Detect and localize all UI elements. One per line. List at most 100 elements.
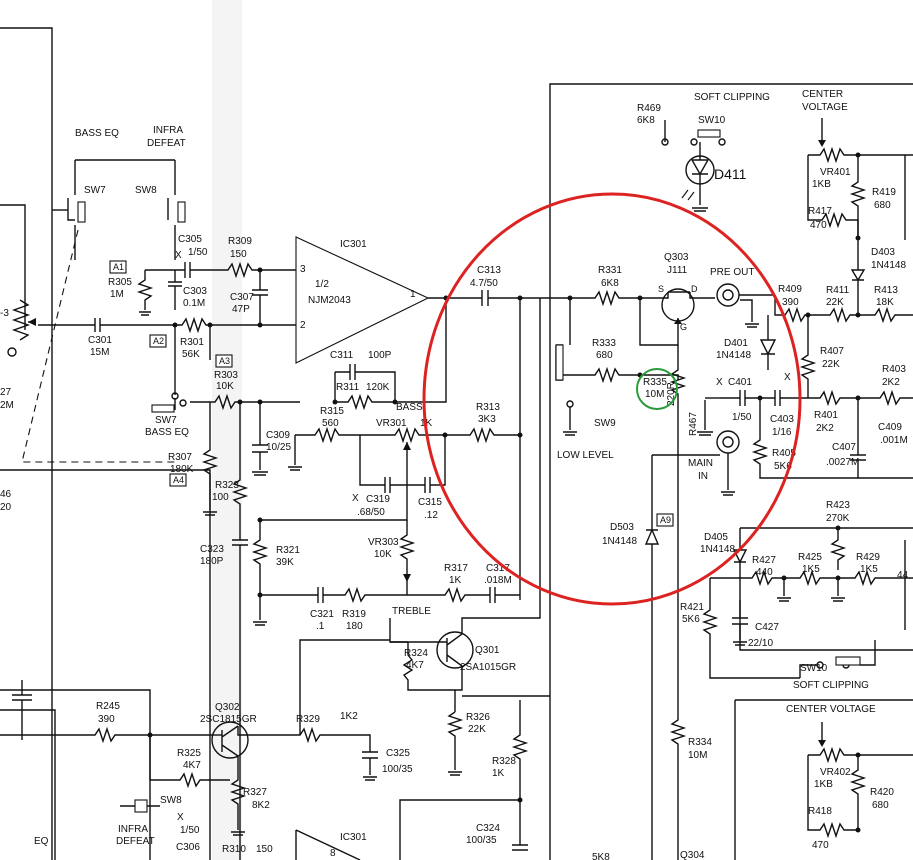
tag-a3 [215, 354, 233, 368]
c303-ref: C303 [183, 286, 207, 297]
left-rail [0, 27, 53, 860]
q302-transistor [211, 721, 249, 759]
r467-ref: R467 [688, 412, 699, 436]
r427-val: 440 [756, 567, 773, 578]
tag-a2-text: A2 [153, 336, 164, 346]
c321-ref: C321 [310, 609, 334, 620]
r401-val: 2K2 [816, 423, 834, 434]
r425-ref: R425 [798, 552, 822, 563]
r305-val: 1M [110, 289, 124, 300]
r427-ref: R427 [752, 555, 776, 566]
left-e-label: -3 [0, 308, 9, 319]
r309-val: 150 [230, 249, 247, 260]
c301-val: 15M [90, 347, 109, 358]
r421-ref: R421 [680, 602, 704, 613]
sw8-lower-switch[interactable] [134, 799, 148, 813]
x-mark-c401: X [716, 377, 723, 388]
c409-ref: C409 [878, 422, 902, 433]
center-voltage-title-2: VOLTAGE [802, 102, 848, 113]
pre-out-label: PRE OUT [710, 267, 754, 278]
bass-eq-lower-label: BASS EQ [145, 427, 189, 438]
r309-ref: R309 [228, 236, 252, 247]
r420-val: 680 [872, 800, 889, 811]
sw8-switch[interactable] [177, 201, 186, 223]
r420-ref: R420 [870, 787, 894, 798]
c427-ref: C427 [755, 622, 779, 633]
green-highlight-circle [636, 368, 678, 410]
r310-ref: R310 [222, 844, 246, 855]
right-lower: R423 270K D405 1N4148 R427 440 R425 1K5 … [680, 500, 913, 851]
q304-ref: Q304 [680, 850, 705, 860]
c319-ref: C319 [366, 494, 390, 505]
c403-val: 1/16 [772, 427, 792, 438]
q302-ref: Q302 [215, 702, 240, 713]
c306-val: 1/50 [180, 825, 200, 836]
ic301-part: NJM2043 [308, 295, 351, 306]
c306-ref: C306 [176, 842, 200, 853]
r301-val: 56K [182, 349, 200, 360]
main-in-jack[interactable] [716, 430, 740, 454]
r317-val: 1K [449, 575, 462, 586]
d405-val: 1N4148 [700, 544, 735, 555]
ic301-pin8: 8 [330, 848, 336, 859]
r411-ref: R411 [826, 285, 850, 296]
r311-ref: R311 [336, 382, 360, 393]
r245-ref: R245 [96, 701, 120, 712]
c403-ref: C403 [770, 414, 794, 425]
c311-val: 100P [368, 350, 392, 361]
r423-val: 270K [826, 513, 850, 524]
r469-ref: R469 [637, 103, 661, 114]
r413-ref: R413 [874, 285, 898, 296]
sw7-switch[interactable] [77, 201, 86, 223]
r419-val: 680 [874, 200, 891, 211]
r405-val: 5K6 [774, 461, 792, 472]
tag-a3-text: A3 [219, 356, 230, 366]
r334-val: 10M [688, 750, 707, 761]
r303-ref: R303 [214, 370, 238, 381]
q303-ref: Q303 [664, 252, 689, 263]
lower-right-box [734, 699, 913, 860]
sw9-label: SW9 [594, 418, 616, 429]
sw7-lower-switch[interactable] [151, 404, 175, 413]
x-mark-c403: X [784, 372, 791, 383]
c321-val: .1 [316, 621, 325, 632]
r326-ref: R326 [466, 712, 490, 723]
pre-out-jack[interactable] [716, 283, 740, 307]
red-highlight-circle [422, 192, 802, 606]
vr402-val: 1KB [814, 779, 833, 790]
tag-a9-text: A9 [660, 515, 671, 525]
r423-ref: R423 [826, 500, 850, 511]
soft-clipping-title: SOFT CLIPPING [694, 92, 770, 103]
r328-val: 1K [492, 768, 505, 779]
c317-val: .018M [484, 575, 512, 586]
tag-a4 [169, 473, 187, 487]
sw9-switch[interactable] [555, 344, 564, 381]
r421-val: 5K6 [682, 614, 700, 625]
sw10-lower-switch[interactable] [835, 656, 861, 666]
d401-val: 1N4148 [716, 350, 751, 361]
r307-ref: R307 [168, 452, 192, 463]
c409-val: .001M [880, 435, 908, 446]
tag-a9 [656, 513, 674, 527]
d403-val: 1N4148 [871, 260, 906, 271]
left-20-label: 20 [0, 502, 12, 513]
left-section: -3 27 2M 46 20 BASS EQ INFRA DEFEAT SW7 … [0, 27, 300, 860]
r305-ref: R305 [108, 277, 132, 288]
sw10-switch[interactable] [697, 129, 721, 138]
q303-section: C313 4.7/50 R331 6K8 Q303 J111 S D G PRE… [470, 252, 775, 860]
soft-clipping-lower-title: SOFT CLIPPING [793, 680, 869, 691]
c305-val: 1/50 [188, 247, 208, 258]
switch-linkage [21, 229, 175, 463]
c303-val: 0.1M [183, 298, 205, 309]
d411-ref: D411 [714, 166, 747, 182]
scan-band [212, 0, 242, 860]
q303-g: G [680, 322, 687, 332]
r335-val: 10M [645, 389, 664, 400]
d503-ref: D503 [610, 522, 634, 533]
x-mark-c319: X [352, 493, 359, 504]
main-label: MAIN [688, 458, 713, 469]
sw7-label: SW7 [84, 185, 106, 196]
q301-val: 2SA1015GR [460, 662, 516, 673]
c313-ref: C313 [477, 265, 501, 276]
r407-val: 22K [822, 359, 840, 370]
